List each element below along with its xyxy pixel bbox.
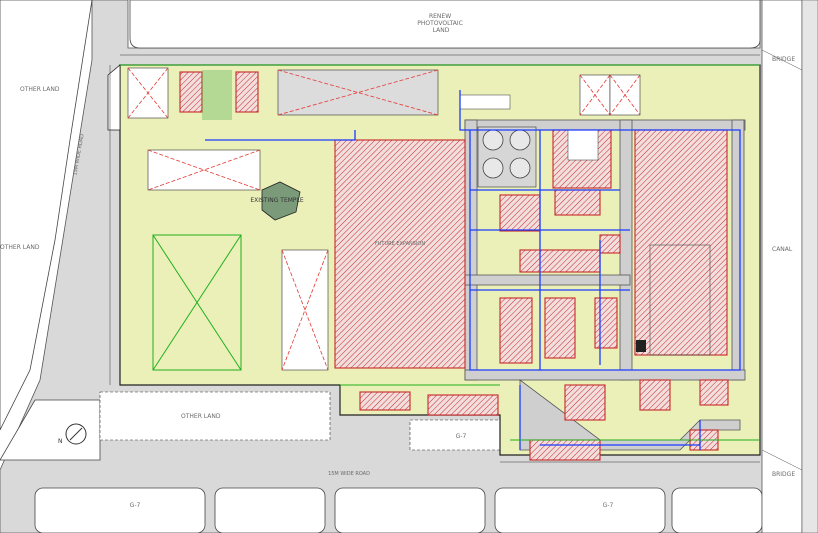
g7-center-label: G-7 [456,433,467,440]
dimension-lines [109,54,760,463]
bridge-top-label: BRIDGE [772,56,795,63]
future-expansion-area [334,139,466,369]
other-land-bottom-label: OTHER LAND [181,413,221,420]
future-expansion-label: FUTURE EXPANSION [375,241,425,247]
bridge-bottom-label: BRIDGE [772,471,795,478]
north-label: N [58,438,63,445]
renew-land-label: RENEW PHOTOVOLTAIC LAND [417,13,465,34]
other-land-mid-left-label: OTHER LAND [0,244,40,251]
left-plots [147,149,329,371]
tank-farm [477,126,537,188]
north-arrow [65,423,87,445]
green-paths [120,64,760,441]
other-land-top-left-label: OTHER LAND [20,86,60,93]
road-bottom-label: 15M WIDE ROAD [328,471,370,477]
canal-label: CANAL [772,246,793,253]
top-strip-buildings [127,67,439,120]
temple-building [261,181,301,221]
other-land-plot [99,391,501,451]
top-right-buildings [459,74,641,116]
water-network [205,90,741,450]
process-buildings [499,129,728,364]
existing-temple-label: EXISTING TEMPLE [250,197,304,204]
internal-roads [464,119,746,451]
g7-bottom-left-label: G-7 [130,502,141,509]
g7-bottom-right-label: G-7 [603,502,614,509]
